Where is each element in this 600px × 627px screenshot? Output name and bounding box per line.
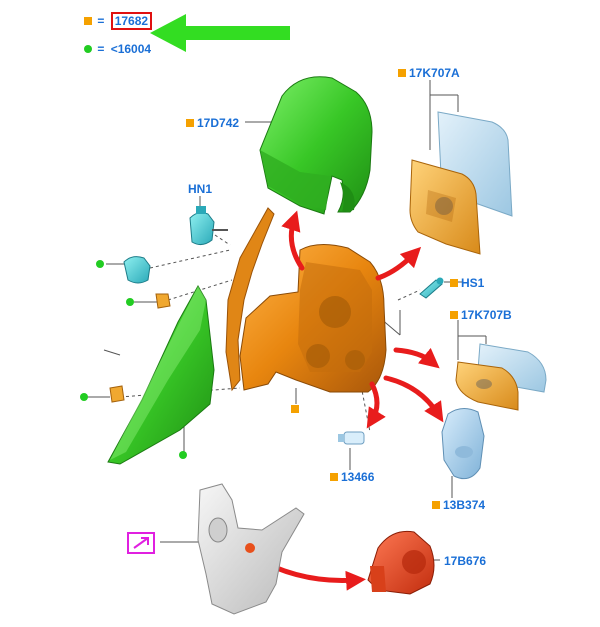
orange-square-icon bbox=[450, 279, 458, 287]
legend-row-current: = 17682 bbox=[84, 12, 153, 30]
orange-square-icon bbox=[330, 473, 338, 481]
orange-square-icon bbox=[432, 501, 440, 509]
orange-square-icon bbox=[450, 311, 458, 319]
label-hs1[interactable]: HS1 bbox=[450, 276, 484, 290]
glass-main-part-number: 17K707A bbox=[409, 66, 460, 80]
bulb-part-number: 13466 bbox=[341, 470, 375, 484]
cover-part-number: 17D742 bbox=[197, 116, 240, 130]
mirror-cover[interactable] bbox=[259, 76, 373, 215]
screw-hs1[interactable] bbox=[419, 277, 444, 299]
orange-markers bbox=[291, 405, 299, 413]
green-arrow-icon bbox=[150, 14, 290, 52]
legend-equals: = bbox=[97, 42, 105, 56]
highlighted-part-number[interactable]: 17682 bbox=[110, 12, 153, 30]
green-marker-dots bbox=[80, 260, 187, 459]
motor-hn1[interactable] bbox=[189, 206, 228, 246]
label-glass-secondary[interactable]: 17K707B bbox=[450, 308, 512, 322]
label-bulb[interactable]: 13466 bbox=[330, 470, 374, 484]
mirror-housing[interactable] bbox=[225, 207, 387, 393]
previous-part-number[interactable]: <16004 bbox=[110, 42, 152, 56]
label-cover[interactable]: 17D742 bbox=[186, 116, 239, 130]
lamp-part-number: 13B374 bbox=[443, 498, 486, 512]
hs1-part-number: HS1 bbox=[461, 276, 485, 290]
clip-parts[interactable] bbox=[109, 293, 171, 403]
legend-equals: = bbox=[97, 14, 105, 28]
orange-square-icon bbox=[186, 119, 194, 127]
teal-connector[interactable] bbox=[123, 256, 151, 284]
external-link-icon[interactable] bbox=[127, 532, 155, 554]
legend-row-previous: = <16004 bbox=[84, 42, 151, 56]
glass-secondary-part-number: 17K707B bbox=[461, 308, 512, 322]
orange-square-icon bbox=[84, 17, 92, 25]
actuator[interactable] bbox=[367, 530, 435, 595]
label-glass-main[interactable]: 17K707A bbox=[398, 66, 460, 80]
mirror-bracket[interactable] bbox=[197, 483, 305, 615]
green-dot-icon bbox=[84, 45, 92, 53]
label-actuator[interactable]: 17B676 bbox=[444, 554, 487, 568]
bulb[interactable] bbox=[338, 431, 365, 445]
mirror-glass-secondary[interactable] bbox=[455, 343, 547, 411]
orange-square-icon bbox=[398, 69, 406, 77]
label-lamp[interactable]: 13B374 bbox=[432, 498, 485, 512]
label-hn1[interactable]: HN1 bbox=[188, 182, 213, 196]
side-lamp[interactable] bbox=[441, 408, 485, 480]
mirror-glass-main[interactable] bbox=[409, 111, 513, 255]
mirror-arm-green[interactable] bbox=[107, 284, 215, 465]
